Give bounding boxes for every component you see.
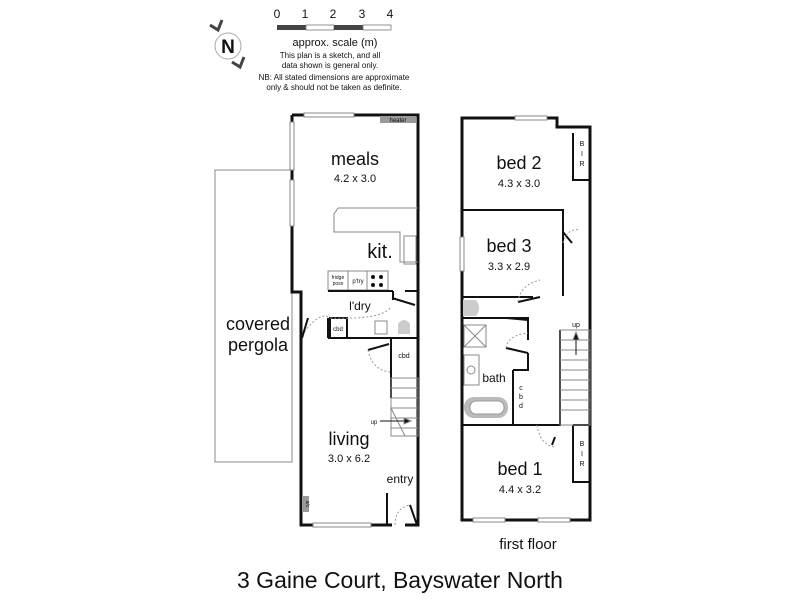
scale-tick: 0 [274, 7, 281, 21]
shower-icon [463, 324, 487, 348]
north-compass-icon: N [209, 19, 246, 70]
cbd-label: d [519, 403, 523, 410]
window [312, 522, 372, 528]
scale-tick: 3 [359, 7, 366, 21]
sketch-note: data shown is general only. [282, 61, 378, 70]
window [289, 179, 295, 227]
bed2-size: 4.3 x 3.0 [498, 178, 540, 190]
window [303, 112, 355, 118]
scale-tick: 4 [387, 7, 394, 21]
first-floor-plan: up bath c b d B I R B I R bed 2 4.3 x 3.… [459, 115, 592, 553]
cbd-label: b [519, 394, 523, 401]
stairs-up-label: up [572, 322, 580, 329]
address-title: 3 Gaine Court, Bayswater North [237, 567, 563, 593]
pergola-label: pergola [228, 335, 289, 355]
bir-label: B [580, 141, 585, 148]
bir-label: B [580, 441, 585, 448]
ac-label: a/c [304, 501, 310, 508]
cbd-label: cbd [333, 327, 343, 333]
toilet-icon [398, 320, 410, 334]
meals-size: 4.2 x 3.0 [334, 173, 376, 185]
entry-label: entry [387, 472, 414, 486]
window [537, 517, 571, 523]
heater-label: heater [389, 118, 406, 124]
cooktop-icon [371, 275, 383, 287]
pergola-label: covered [226, 314, 290, 334]
bir-label: R [579, 461, 584, 468]
ac-unit [302, 496, 309, 512]
bath-label: bath [482, 371, 505, 385]
window [514, 115, 548, 121]
bed2-label: bed 2 [496, 153, 541, 173]
dimensions-note: NB: All stated dimensions are approximat… [259, 73, 410, 82]
pantry-label: p'try [352, 279, 363, 285]
kitchen-label: kit. [367, 241, 393, 263]
cbd-label: cbd [398, 353, 409, 360]
toilet-icon [463, 300, 479, 316]
scale-tick: 1 [302, 7, 309, 21]
scale-bar: 0 1 2 3 4 approx. scale (m) [274, 7, 394, 49]
window [472, 517, 506, 523]
ground-stairs [380, 377, 419, 437]
bir-label: I [581, 451, 583, 458]
bed1-size: 4.4 x 3.2 [499, 484, 541, 496]
bir-label: I [581, 151, 583, 158]
bed3-label: bed 3 [486, 236, 531, 256]
fridge-label: posn [333, 281, 344, 287]
first-floor-label: first floor [499, 536, 557, 553]
dimensions-note: only & should not be taken as definite. [266, 83, 401, 92]
fridge-label: fridge [332, 275, 345, 281]
meals-label: meals [331, 149, 379, 169]
bed1-label: bed 1 [497, 459, 542, 479]
first-floor-stairs [559, 329, 591, 426]
heater [380, 116, 416, 123]
bed3-size: 3.3 x 2.9 [488, 261, 530, 273]
living-label: living [328, 429, 369, 449]
sketch-note: This plan is a sketch, and all [280, 51, 381, 60]
scale-label: approx. scale (m) [293, 37, 378, 49]
cbd-label: c [519, 385, 523, 392]
living-size: 3.0 x 6.2 [328, 453, 370, 465]
vanity-icon [463, 354, 480, 386]
scale-tick: 2 [330, 7, 337, 21]
stairs-up-label: up [371, 420, 378, 426]
ground-floor-plan: heater fridge posn p'try cbd cbd [214, 112, 420, 528]
laundry-label: l'dry [349, 299, 371, 313]
window [289, 121, 295, 171]
window [459, 236, 465, 272]
laundry-tub-icon [374, 320, 388, 335]
compass-label: N [221, 37, 235, 58]
pergola-outline [214, 169, 293, 463]
bir-label: R [579, 161, 584, 168]
sink-icon [403, 235, 417, 265]
